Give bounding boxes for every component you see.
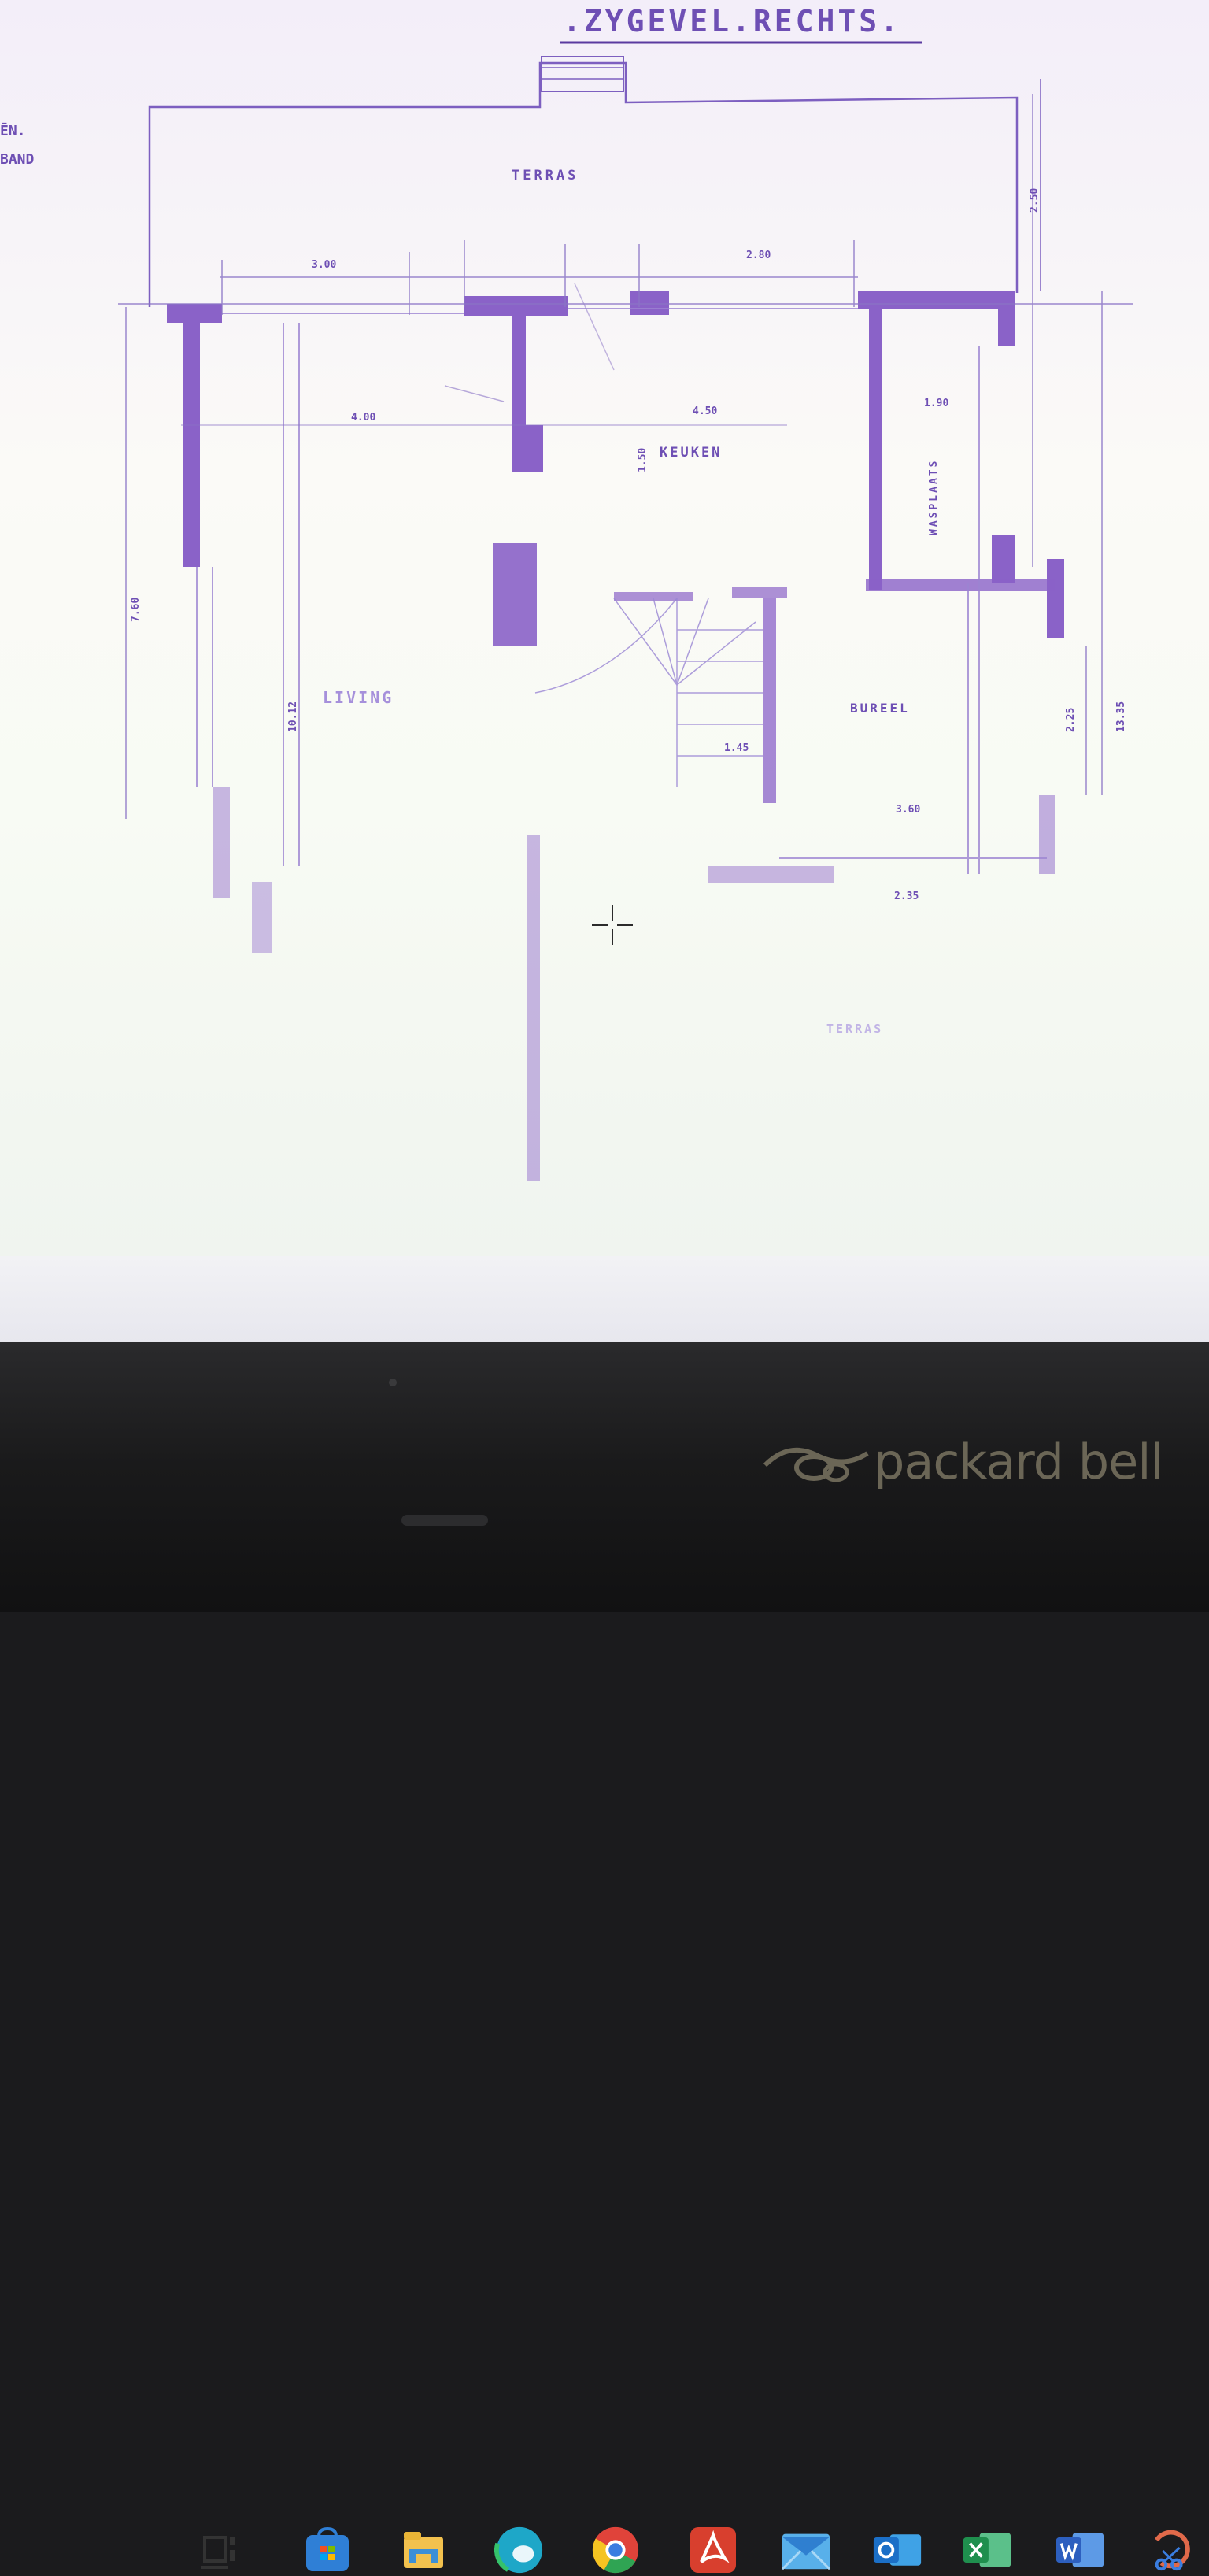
mail-icon[interactable]	[781, 2525, 831, 2575]
dim-label-4: 4.00	[351, 412, 375, 424]
laptop-bezel	[0, 1342, 1209, 1612]
file-explorer-icon[interactable]	[398, 2525, 449, 2575]
word-icon[interactable]	[1055, 2525, 1105, 2575]
webcam-icon	[389, 1379, 397, 1386]
staircase	[534, 598, 763, 787]
acrobat-icon[interactable]	[688, 2525, 738, 2575]
floor-plan-image: .ZYGEVEL.RECHTS. ĒN. BAND	[0, 4, 1133, 1181]
dim-label-living-v: 10.12	[287, 701, 299, 732]
room-label-terras-top: TERRAS	[512, 168, 579, 183]
dim-label-right-top: 2.50	[1029, 188, 1041, 213]
dimension-lines	[118, 94, 1133, 819]
store-icon[interactable]	[302, 2525, 353, 2575]
walls	[167, 291, 1064, 1181]
monitor-screen: .ZYGEVEL.RECHTS. ĒN. BAND	[0, 0, 1209, 1342]
plan-title: .ZYGEVEL.RECHTS.	[563, 4, 901, 39]
dim-label-1-50: 1.50	[637, 448, 649, 472]
excel-icon[interactable]	[962, 2525, 1012, 2575]
margin-text-1: ĒN.	[0, 123, 26, 139]
dim-label-3-60: 3.60	[896, 804, 920, 816]
laptop-hinge	[401, 1515, 488, 1526]
dim-label-13: 13.35	[1115, 701, 1127, 732]
chrome-icon[interactable]	[590, 2525, 641, 2575]
dim-label-1-90: 1.90	[924, 398, 948, 409]
packard-bell-logo-icon	[763, 1447, 869, 1482]
dim-label-2-25: 2.25	[1065, 708, 1077, 732]
room-label-bureel: BUREEL	[850, 701, 910, 716]
room-label-wasplaats: WASPLAATS	[928, 459, 940, 535]
terrace-outline	[148, 56, 1041, 307]
dim-label-2-80: 2.80	[746, 250, 771, 261]
dim-label-3m: 3.00	[312, 259, 336, 271]
wall-outlines	[196, 308, 1047, 874]
task-view-icon[interactable]	[195, 2525, 246, 2575]
dim-label-7: 7.60	[130, 598, 142, 622]
taskbar	[0, 1256, 1209, 2575]
dim-label-2-35: 2.35	[894, 890, 919, 902]
dim-label-4-50: 4.50	[693, 405, 717, 417]
dim-label-1-45: 1.45	[724, 742, 749, 754]
snipping-tool-icon[interactable]	[1146, 2525, 1196, 2575]
room-label-living: LIVING	[323, 688, 394, 707]
margin-text-2: BAND	[0, 151, 35, 168]
crosshair-cursor-icon	[592, 905, 633, 945]
outlook-icon[interactable]	[872, 2525, 922, 2575]
room-label-keuken: KEUKEN	[660, 445, 722, 461]
room-label-terras-bottom: TERRAS	[826, 1022, 883, 1036]
laptop-brand-text: packard bell	[874, 1433, 1164, 1490]
edge-icon[interactable]	[494, 2525, 545, 2575]
